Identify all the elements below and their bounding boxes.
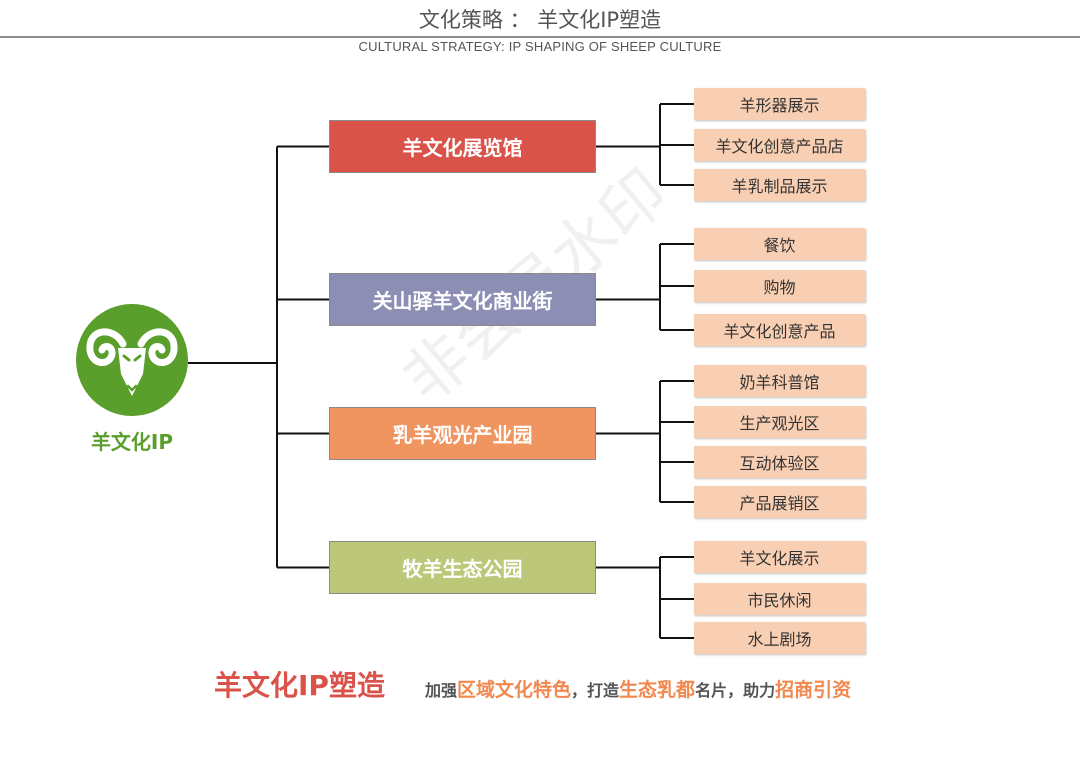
ram-logo xyxy=(76,304,188,416)
branch-box-1: 羊文化展览馆 xyxy=(329,120,596,173)
slogan-highlight-1: 区域文化特色 xyxy=(457,679,572,701)
slogan-part-3: 名片，助力 xyxy=(695,681,776,700)
leaf-box: 购物 xyxy=(694,270,865,302)
slogan-part-1: 加强 xyxy=(425,681,458,700)
ram-head-icon xyxy=(86,328,178,396)
footer-title: 羊文化IP塑造 xyxy=(214,669,385,702)
leaf-box: 市民休闲 xyxy=(694,583,865,615)
leaf-box: 生产观光区 xyxy=(694,406,865,438)
root-label: 羊文化IP xyxy=(90,430,174,454)
leaf-box: 羊文化创意产品店 xyxy=(694,129,865,161)
leaf-box: 水上剧场 xyxy=(694,622,865,654)
slogan-highlight-3: 招商引资 xyxy=(775,679,852,701)
leaf-box: 产品展销区 xyxy=(694,486,865,518)
slogan-highlight-2: 生态乳都 xyxy=(619,679,696,701)
leaf-box: 餐饮 xyxy=(694,228,865,260)
branch-box-2: 关山驿羊文化商业街 xyxy=(329,273,596,326)
leaf-box: 羊文化展示 xyxy=(694,541,865,573)
branch-box-4: 牧羊生态公园 xyxy=(329,541,596,594)
leaf-box: 奶羊科普馆 xyxy=(694,365,865,397)
leaf-box: 羊文化创意产品 xyxy=(694,314,865,346)
page-title: 文化策略 ： 羊文化IP塑造 xyxy=(418,8,662,32)
slogan-part-2: ，打造 xyxy=(571,681,620,700)
footer-slogan: 加强区域文化特色，打造生态乳都名片，助力招商引资 xyxy=(425,675,851,702)
page-subtitle: CULTURAL STRATEGY: IP SHAPING OF SHEEP C… xyxy=(358,39,722,54)
leaf-box: 羊形器展示 xyxy=(694,88,865,120)
leaf-box: 羊乳制品展示 xyxy=(694,169,865,201)
leaf-box: 互动体验区 xyxy=(694,446,865,478)
title-divider xyxy=(0,36,1080,38)
branch-box-3: 乳羊观光产业园 xyxy=(329,407,596,460)
